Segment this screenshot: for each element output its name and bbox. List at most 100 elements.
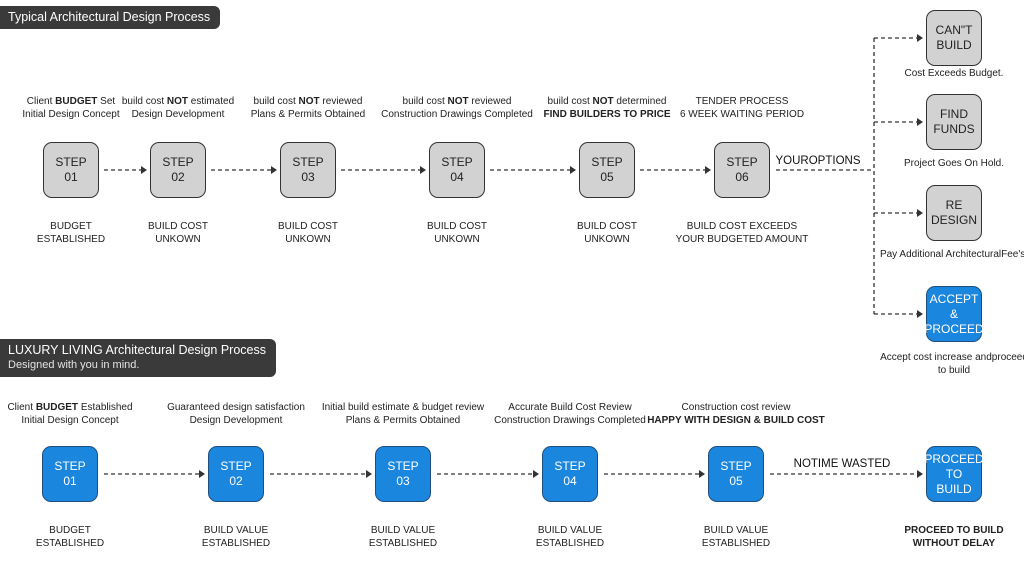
top-step-3-description-line-2: Plans & Permits Obtained: [250, 109, 366, 120]
top-step-1-status-line-1: BUDGET: [50, 221, 92, 232]
top-step-1-box-text-2: 01: [64, 170, 78, 184]
bottom-step-1-description-line-1: Client BUDGET Established: [7, 402, 133, 413]
bottom-step-2-status-line-2: ESTABLISHED: [201, 538, 271, 549]
proceed-to-build-box-text-2: TO: [945, 466, 963, 481]
option-3-caption: Pay Additional ArchitecturalFee's.: [879, 248, 1024, 261]
bottom-step-2-box-text-1: STEP: [220, 459, 252, 473]
top-step-3-status-line-1: BUILD COST: [277, 221, 338, 232]
bottom-step-2-box-text-2: 02: [229, 474, 243, 488]
option-3-arrow-head: [917, 209, 923, 217]
option-2-caption-line-1: Project Goes On Hold.: [903, 158, 1005, 169]
luxury-process-title: LUXURY LIVING Architectural Design Proce…: [8, 343, 266, 357]
bottom-step-5-description-line-1: Construction cost review: [681, 402, 791, 413]
bottom-step-5-box-text-1: STEP: [720, 459, 752, 473]
bottom-arrow-1-head: [199, 470, 205, 478]
bottom-step-4-status-line-1: BUILD VALUE: [537, 525, 603, 536]
top-step-6-description-line-2: 6 WEEK WAITING PERIOD: [679, 109, 805, 120]
option-1-box-text-2: BUILD: [936, 38, 972, 52]
bottom-step-5-box-text-2: 05: [729, 474, 743, 488]
bottom-step-1-description-line-2: Initial Design Concept: [21, 415, 119, 426]
top-step-5-status-line-2: UNKOWN: [584, 234, 630, 245]
proceed-to-build-box-text-3: BUILD: [936, 481, 972, 496]
top-step-5-status-line-1: BUILD COST: [576, 221, 637, 232]
top-step-6-box-text-1: STEP: [726, 155, 758, 169]
option-2-caption: Project Goes On Hold.: [879, 157, 1024, 170]
bottom-step-3-status-line-1: BUILD VALUE: [370, 525, 436, 536]
luxury-process-banner: LUXURY LIVING Architectural Design Proce…: [0, 339, 276, 377]
top-step-6-status-line-1: BUILD COST EXCEEDS: [686, 221, 798, 232]
top-step-1-description-line-2: Initial Design Concept: [22, 109, 120, 120]
bottom-step-3-status-line-2: ESTABLISHED: [368, 538, 438, 549]
bottom-step-4-description-line-1: Accurate Build Cost Review: [508, 402, 632, 413]
bottom-step-5-status-line-2: ESTABLISHED: [701, 538, 771, 549]
option-4-box: ACCEPT&PROCEED: [924, 286, 984, 342]
your-options-label: YOUROPTIONS: [758, 153, 878, 169]
top-step-2-box-text-1: STEP: [162, 155, 194, 169]
option-3-box-text-1: RE: [945, 198, 963, 212]
bottom-step-4-status-line-2: ESTABLISHED: [535, 538, 605, 549]
top-arrow-4-head: [570, 166, 576, 174]
option-4-box-text-1: ACCEPT: [929, 291, 979, 306]
option-3-caption-line-2: Fee's.: [1001, 249, 1024, 260]
bottom-step-5-status-line-1: BUILD VALUE: [703, 525, 769, 536]
option-1-arrow-head: [917, 34, 923, 42]
top-step-2-description-line-1: build cost NOT estimated: [121, 96, 235, 107]
option-1-caption: Cost Exceeds Budget.: [879, 67, 1024, 80]
top-arrow-5-head: [705, 166, 711, 174]
bottom-step-4-status: BUILD VALUE ESTABLISHED: [475, 524, 665, 550]
bottom-step-3-description-line-2: Plans & Permits Obtained: [345, 415, 461, 426]
top-arrow-3-head: [420, 166, 426, 174]
bottom-step-1-status-line-1: BUDGET: [49, 525, 91, 536]
bottom-step-4-box-text-2: 04: [563, 474, 577, 488]
top-step-5-description-line-1: build cost NOT determined: [547, 96, 667, 107]
option-4-arrow-head: [917, 310, 923, 318]
your-options-label-line-1: YOUR: [775, 155, 809, 167]
typical-process-banner: Typical Architectural Design Process: [0, 6, 221, 29]
top-step-3-box-text-2: 03: [301, 170, 315, 184]
top-step-4-status-line-2: UNKOWN: [434, 234, 480, 245]
bottom-step-5-description-line-2: HAPPY WITH DESIGN & BUILD COST: [647, 415, 825, 426]
option-2-arrow-head: [917, 118, 923, 126]
bottom-step-3-status: BUILD VALUE ESTABLISHED: [308, 524, 498, 550]
bottom-arrow-2-head: [366, 470, 372, 478]
option-1-caption-line-1: Cost Exceeds Budget.: [904, 68, 1004, 79]
option-2-box-text-1: FIND: [940, 107, 968, 121]
top-arrow-2-head: [271, 166, 277, 174]
top-step-1-box-text-1: STEP: [55, 155, 87, 169]
proceed-to-build-caption-line-1: PROCEED TO BUILD: [904, 525, 1004, 536]
bottom-step-5-status: BUILD VALUE ESTABLISHED: [641, 524, 831, 550]
luxury-process-subtitle: Designed with you in mind.: [8, 359, 140, 371]
option-4-box-text-3: PROCEED: [924, 321, 984, 336]
no-time-wasted-label-line-2: TIME WASTED: [810, 458, 891, 470]
top-step-4-box-text-1: STEP: [441, 155, 473, 169]
bottom-step-4-box-text-1: STEP: [554, 459, 586, 473]
option-3-caption-line-1: Pay Additional Architectural: [879, 249, 1002, 260]
top-step-3-box-text-1: STEP: [292, 155, 324, 169]
top-arrow-1-head: [141, 166, 147, 174]
option-3-box-text-2: DESIGN: [930, 213, 977, 227]
option-4-box-text-2: &: [949, 306, 958, 321]
top-step-5-status: BUILD COST UNKOWN: [512, 220, 702, 246]
top-step-2-status-line-2: UNKOWN: [155, 234, 201, 245]
top-step-2-description-line-2: Design Development: [131, 109, 225, 120]
